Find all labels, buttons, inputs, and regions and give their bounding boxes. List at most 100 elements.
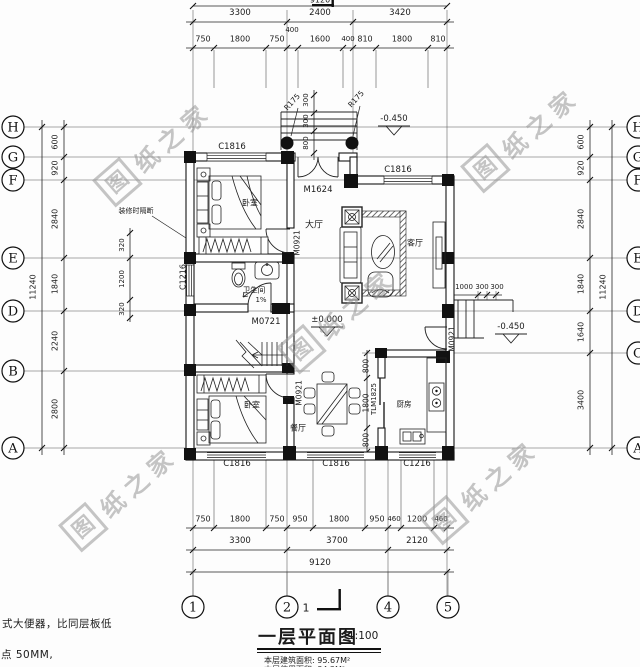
elevation-marks	[311, 125, 527, 344]
axis-bubble	[626, 299, 640, 323]
bed-bottom	[196, 395, 267, 446]
dim-tick	[126, 229, 134, 237]
leader-line	[290, 107, 299, 137]
dim-tick	[60, 444, 68, 452]
dim-tick	[443, 18, 451, 26]
axis-bubble	[1, 246, 25, 270]
sink	[399, 428, 426, 445]
dim-tick	[349, 18, 357, 26]
kitchen-fixtures	[399, 357, 447, 445]
porch-column	[345, 136, 359, 150]
window-c1816-bottom-left	[207, 452, 266, 461]
dim-tick	[397, 524, 405, 532]
dim-tick	[38, 123, 46, 131]
dim-tick	[60, 254, 68, 262]
axis-bubble	[275, 595, 299, 619]
dim-tick	[310, 149, 318, 157]
dim-tick	[126, 314, 134, 322]
dim-tick	[430, 524, 438, 532]
dim-tick	[310, 91, 318, 99]
door-m0921-bedroom-bottom	[265, 373, 291, 399]
axis-label: H	[7, 121, 18, 136]
axis-label: G	[633, 151, 640, 166]
axis-label: F	[8, 174, 17, 189]
axis-label: 4	[384, 601, 392, 616]
dim-tick	[126, 254, 134, 262]
dim-tick	[189, 524, 197, 532]
living-room-furniture	[339, 206, 446, 304]
axis-bubble	[626, 341, 640, 365]
leader-line	[352, 105, 361, 137]
door-m1624-entrance	[297, 156, 339, 178]
axis-bubble	[181, 595, 205, 619]
dim-tick	[262, 44, 270, 52]
tv-cabinet	[432, 221, 446, 289]
porch-column	[280, 136, 294, 150]
axis-label: E	[633, 252, 640, 267]
armchair	[367, 271, 394, 298]
dim-tick	[210, 44, 218, 52]
axis-label: C	[633, 347, 640, 362]
dim-tick	[586, 307, 594, 315]
dim-tick	[586, 153, 594, 161]
dim-tick	[60, 367, 68, 375]
wardrobe-top	[198, 236, 269, 255]
section-marks	[312, 0, 341, 611]
wardrobe-bottom	[196, 374, 267, 394]
bed-top	[196, 167, 262, 238]
dim-tick	[483, 291, 491, 299]
axis-bubble	[1, 359, 25, 383]
dim-tick	[361, 524, 369, 532]
dining-furniture	[303, 371, 361, 437]
axis-bubble	[1, 436, 25, 460]
staircase	[235, 339, 288, 369]
door-m0921-bedroom-top	[265, 228, 291, 254]
axis-bubble	[1, 299, 25, 323]
dim-tick	[608, 444, 616, 452]
axis-label: A	[632, 442, 640, 457]
window-c1216-left	[186, 264, 195, 297]
dim-tick	[189, 44, 197, 52]
dim-tick	[283, 44, 291, 52]
axis-label: G	[8, 151, 18, 166]
axis-bubble	[626, 145, 640, 169]
door-m0921-right	[424, 326, 448, 350]
dim-tick	[189, 2, 197, 10]
axis-bubble	[436, 595, 460, 619]
window-c1816-top-left	[206, 152, 267, 162]
end-table	[341, 282, 363, 304]
axis-bubble	[1, 145, 25, 169]
dim-tick	[339, 44, 347, 52]
dim-tick	[586, 349, 594, 357]
dim-tick	[384, 546, 392, 554]
axis-bubble	[626, 168, 640, 192]
dim-tick	[283, 524, 291, 532]
axis-bubble	[626, 436, 640, 460]
doors	[247, 156, 448, 428]
end-table	[341, 206, 363, 228]
dim-tick	[309, 524, 317, 532]
dim-tick	[586, 123, 594, 131]
axis-label: H	[632, 121, 640, 136]
dim-tick	[60, 123, 68, 131]
bathroom-fixtures	[231, 261, 280, 298]
dim-tick	[349, 44, 357, 52]
dim-tick	[384, 524, 392, 532]
axis-label: D	[8, 305, 18, 320]
dim-tick	[443, 546, 451, 554]
dim-tick	[586, 444, 594, 452]
window-c1816-bottom-middle	[307, 452, 364, 461]
dim-tick	[586, 254, 594, 262]
dim-tick	[372, 44, 380, 52]
dim-tick	[294, 44, 302, 52]
axis-bubble	[376, 595, 400, 619]
dim-tick	[443, 44, 451, 52]
washbasin	[254, 261, 280, 280]
entrance-steps	[280, 111, 358, 150]
oval-table	[371, 235, 395, 269]
side-steps	[448, 299, 514, 339]
axis-bubble	[1, 168, 25, 192]
dim-tick	[474, 291, 482, 299]
